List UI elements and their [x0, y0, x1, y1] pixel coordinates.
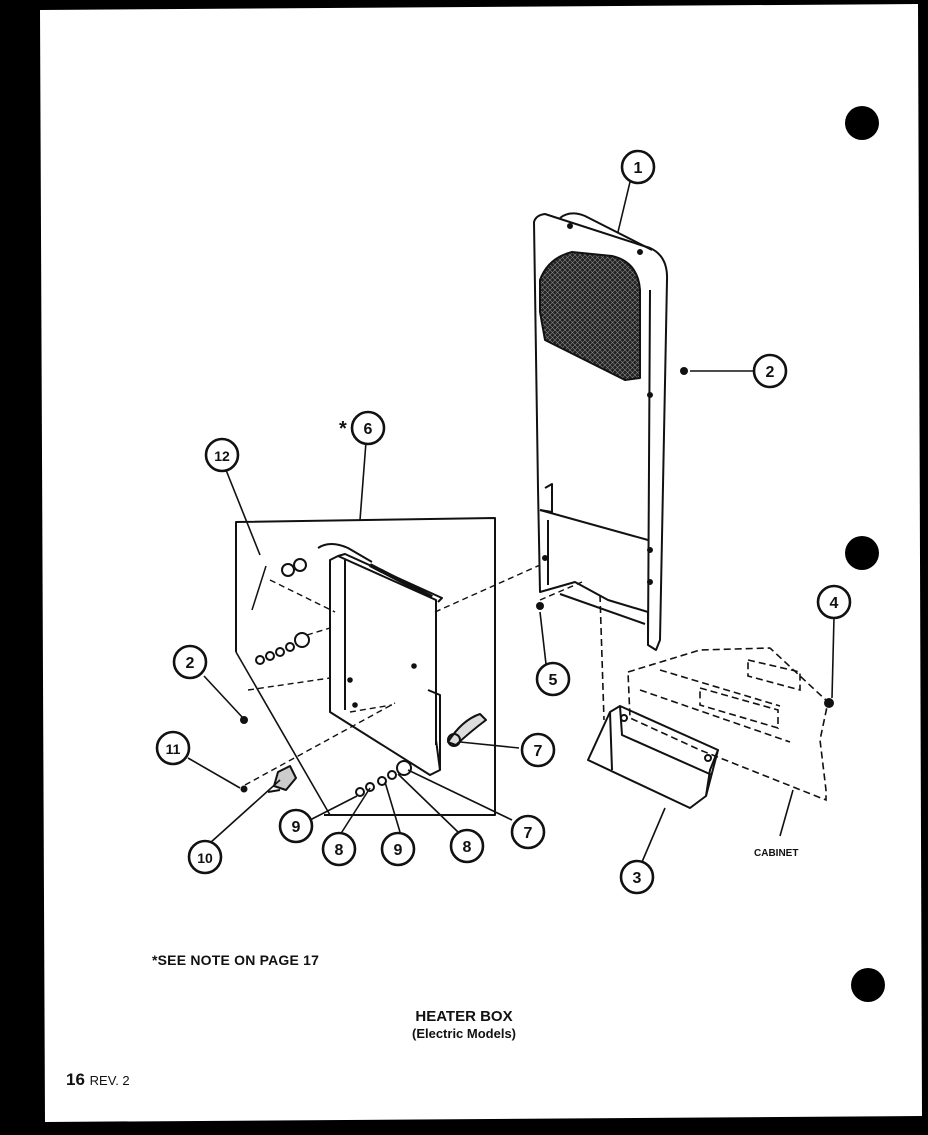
- leader-lines: [187, 181, 835, 863]
- callout-2b-circle: [172, 644, 208, 680]
- callout-7a: 7: [534, 743, 543, 760]
- callout-7a-circle: [520, 732, 556, 768]
- heater-duct-panel: [533, 212, 669, 651]
- callout-8b-circle: [449, 828, 485, 864]
- screw-part-4: [824, 698, 834, 708]
- callout-7b-circle: [510, 814, 546, 850]
- callout-1: 1: [634, 160, 643, 177]
- callout-10-circle: [187, 839, 223, 875]
- mounting-bracket: [587, 705, 719, 809]
- callout-2b: 2: [186, 655, 195, 672]
- callout-8a-circle: [321, 831, 357, 867]
- callout-10: 10: [197, 850, 213, 866]
- heater-kit-outline: [235, 517, 496, 816]
- diagram-title: HEATER BOX: [415, 1008, 513, 1025]
- terminal-hardware-lower: [355, 760, 412, 797]
- page-number: 16 REV. 2: [66, 1070, 130, 1090]
- callout-2a: 2: [766, 364, 775, 381]
- callout-6-circle: [350, 410, 386, 446]
- callout-9b-circle: [380, 831, 416, 867]
- cabinet-label: CABINET: [754, 848, 799, 859]
- revision-label: REV. 2: [89, 1073, 130, 1088]
- callout-4-circle: [816, 584, 852, 620]
- paper-page: [40, 4, 922, 1122]
- callout-11: 11: [166, 741, 181, 757]
- callout-5-circle: [535, 661, 571, 697]
- callout-bubbles: [155, 149, 852, 895]
- callout-9b: 9: [394, 842, 403, 859]
- footnote: *SEE NOTE ON PAGE 17: [152, 952, 320, 968]
- callout-8b: 8: [463, 839, 472, 856]
- screw-part-11: [240, 785, 248, 793]
- callout-7b: 7: [524, 825, 533, 842]
- alignment-lines: [244, 564, 583, 786]
- callout-9a-circle: [278, 808, 314, 844]
- callout-11-circle: [155, 730, 191, 766]
- callout-1-circle: [620, 149, 656, 185]
- callout-6: 6: [364, 421, 373, 438]
- duct-grille: [539, 251, 641, 381]
- callout-3-circle: [619, 859, 655, 895]
- callout-12: 12: [214, 448, 230, 464]
- callout-9a: 9: [292, 819, 301, 836]
- binder-hole-top: [845, 106, 879, 140]
- page-number-value: 16: [66, 1070, 85, 1089]
- callout-2a-circle: [752, 353, 788, 389]
- callout-3: 3: [633, 870, 642, 887]
- callout-8a: 8: [335, 842, 344, 859]
- binder-hole-bottom: [851, 968, 885, 1002]
- thermal-fuse: [251, 565, 267, 611]
- cabinet-section: [599, 594, 829, 802]
- terminal-hardware-upper: [255, 558, 310, 665]
- screw-part-5: [536, 602, 544, 610]
- wire-lead: [447, 713, 487, 747]
- fasteners: [240, 367, 834, 793]
- asterisk-marker: *: [339, 418, 347, 440]
- callout-5: 5: [549, 672, 558, 689]
- callout-4: 4: [830, 595, 839, 612]
- callout-12-circle: [204, 437, 240, 473]
- binder-hole-middle: [845, 536, 879, 570]
- diagram-subtitle: (Electric Models): [411, 1026, 517, 1041]
- thermostat: [267, 765, 297, 793]
- heater-element-panel: [317, 543, 443, 776]
- screw-part-2-upper: [680, 367, 688, 375]
